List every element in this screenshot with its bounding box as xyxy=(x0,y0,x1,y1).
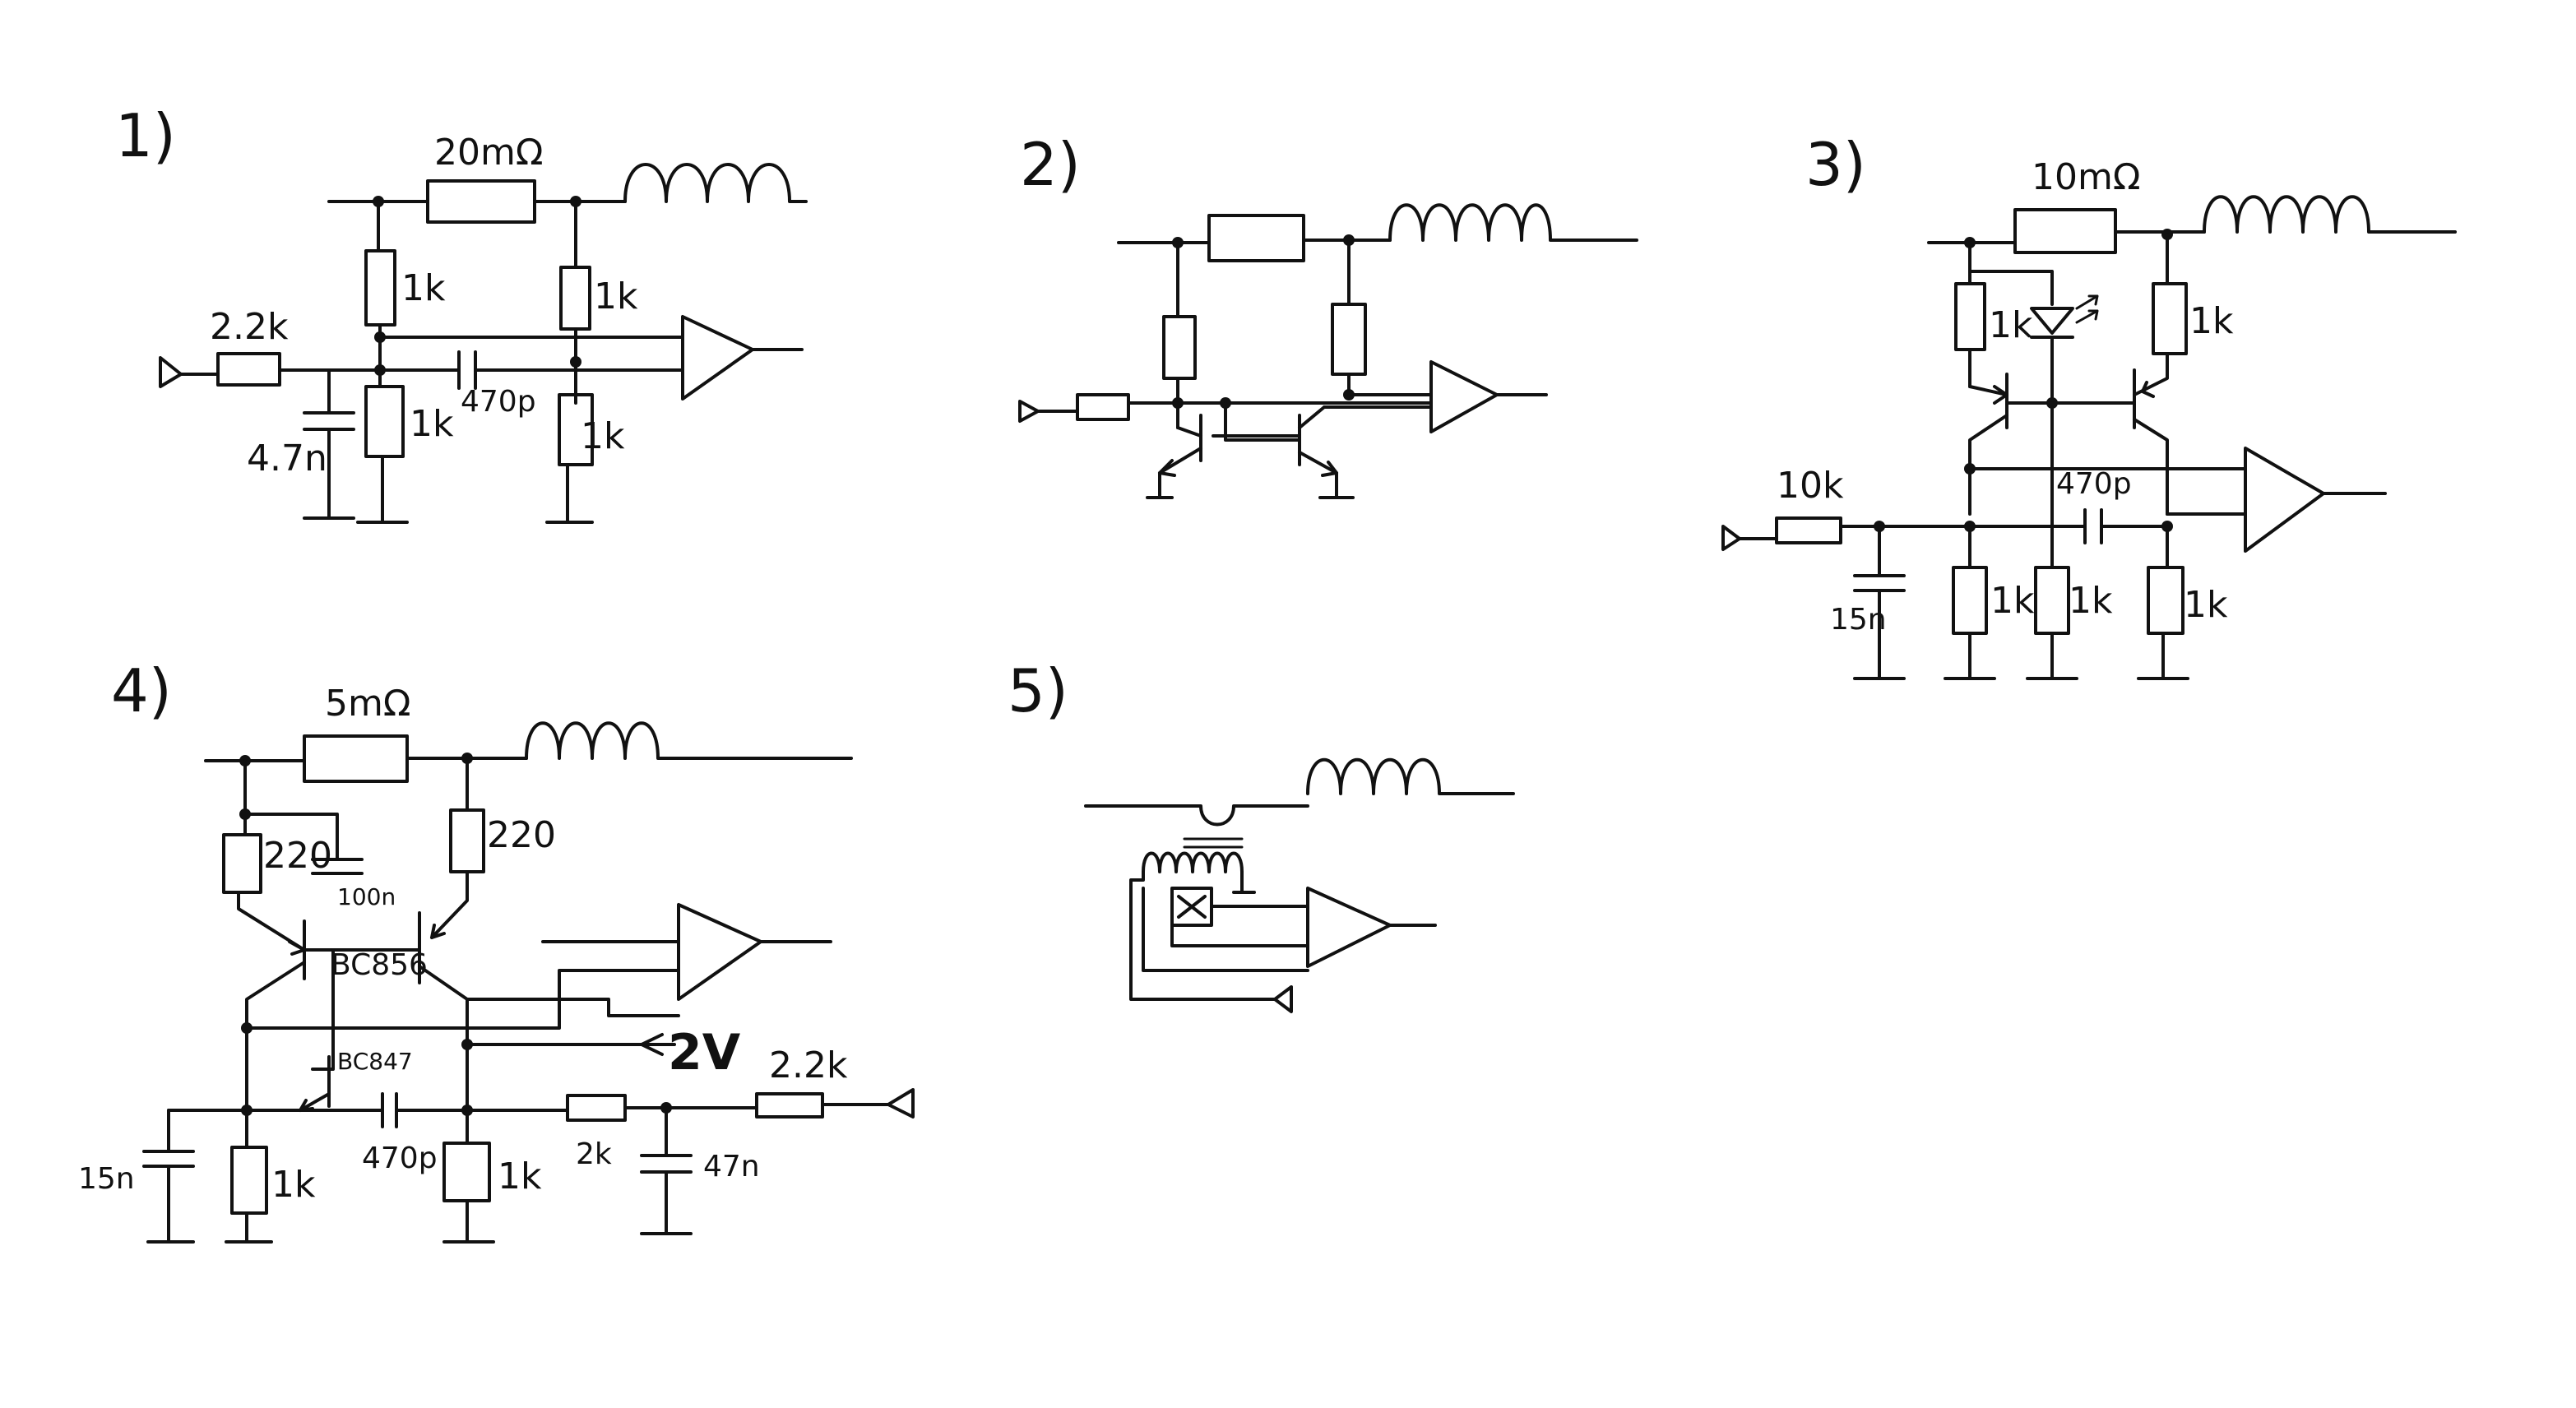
circuit-1-shunt-label: 20mΩ xyxy=(434,132,543,174)
circuit-3-shunt-label: 10mΩ xyxy=(2032,156,2140,198)
circuit-3-r-top-right xyxy=(2152,282,2188,355)
circuit-1-filter-cap xyxy=(303,411,355,431)
circuit-4-input-resistor xyxy=(755,1092,824,1119)
circuit-4-cap-right xyxy=(640,1154,693,1174)
circuit-1-input-resistor xyxy=(216,352,281,387)
circuit-5-hall-sensor xyxy=(1170,887,1213,927)
circuit-1-r-bot-left-label: 1k xyxy=(410,403,454,445)
circuit-1-r-top-right-label: 1k xyxy=(594,276,638,317)
circuit-3-cap-label: 15n xyxy=(1830,603,1887,637)
circuit-1-r-top-left-label: 1k xyxy=(401,267,446,309)
circuit-3-r-top-left-label: 1k xyxy=(1989,304,2033,346)
circuit-5-opamp xyxy=(1306,887,1392,968)
circuit-4-r-series-label: 2k xyxy=(576,1137,612,1171)
circuit-2-opamp xyxy=(1429,360,1499,433)
circuit-3-input-resistor xyxy=(1775,516,1842,544)
circuit-3-transistor-right xyxy=(2133,368,2169,516)
circuit-3-r-bot-1 xyxy=(1952,566,1988,635)
circuit-2-shunt xyxy=(1207,214,1305,262)
circuit-4-r-bot-right xyxy=(442,1142,491,1202)
circuit-4-ref-voltage-label: 2V xyxy=(668,1024,741,1081)
circuit-2-number: 2) xyxy=(1020,130,1081,199)
circuit-3: 3) 10mΩ 1k 1k xyxy=(1721,130,2457,680)
circuit-2-input-resistor xyxy=(1076,393,1130,421)
circuit-4-coupling-cap xyxy=(381,1092,398,1128)
circuit-4-r-left xyxy=(222,833,262,894)
circuit-4-input-r-label: 2.2k xyxy=(769,1044,848,1086)
circuit-3-opamp xyxy=(2244,447,2325,553)
circuit-1-r-top-right xyxy=(559,266,591,331)
circuit-1-number: 1) xyxy=(115,101,176,170)
circuit-1-input-terminal xyxy=(159,356,183,388)
circuit-1-inductor xyxy=(623,163,808,203)
circuit-1-opamp xyxy=(681,315,754,401)
circuit-4-r-series xyxy=(566,1094,627,1122)
circuit-1-r-bot-left xyxy=(364,385,405,458)
circuit-4-pnp-pair: BC856 xyxy=(245,911,469,1112)
circuit-3-led xyxy=(2030,294,2099,339)
circuit-4-pnp-label: BC856 xyxy=(331,948,428,982)
circuit-3-r-top-left xyxy=(1954,282,1986,351)
circuit-5-number: 5) xyxy=(1008,656,1068,725)
circuit-4-decoupling-cap-label: 100n xyxy=(337,883,396,910)
circuit-4-npn-label: BC847 xyxy=(337,1048,413,1075)
circuit-3-input-terminal xyxy=(1721,525,1741,551)
circuit-1-r-top-left xyxy=(364,249,396,327)
circuit-5: 5) xyxy=(1008,656,1515,1013)
circuit-3-shunt xyxy=(2013,208,2117,254)
circuit-4-r-right-label: 220 xyxy=(487,814,556,856)
circuit-3-r-top-right-label: 1k xyxy=(2189,300,2234,342)
circuit-4-inductor xyxy=(525,721,853,760)
circuit-4-shunt xyxy=(303,734,409,783)
circuit-4-opamp xyxy=(677,903,762,1001)
circuit-1-r-bot-right xyxy=(558,393,594,466)
circuit-4-decoupling-cap xyxy=(311,858,364,875)
circuit-1-input-r-label: 2.2k xyxy=(210,306,289,348)
circuit-3-coupling-cap xyxy=(2083,508,2103,544)
circuit-2-inductor xyxy=(1388,203,1638,242)
circuit-2-input-terminal xyxy=(1018,400,1040,423)
circuit-3-coupling-cap-label: 470p xyxy=(2056,467,2132,501)
circuit-4-r-left-label: 220 xyxy=(263,835,332,877)
circuit-3-inductor xyxy=(2203,195,2457,234)
circuit-3-r-bot-3-label: 1k xyxy=(2184,584,2228,626)
circuit-3-r-bot-1-label: 1k xyxy=(1990,580,2035,622)
circuit-3-filter-cap xyxy=(1853,574,1906,592)
circuit-3-input-r-label: 10k xyxy=(1777,465,1844,507)
circuit-5-output-terminal xyxy=(1273,985,1293,1013)
circuit-4-r-bot-left-label: 1k xyxy=(271,1164,316,1206)
circuit-4-number: 4) xyxy=(111,656,172,725)
circuit-1-cap-label: 4.7n xyxy=(247,438,327,479)
circuit-5-inductor xyxy=(1306,757,1515,795)
circuit-1: 1) 20mΩ 1k 1k 2.2k 4.7n xyxy=(115,101,808,524)
circuit-2: 2) xyxy=(1018,130,1638,499)
circuit-1-coupling-cap xyxy=(457,350,477,390)
circuit-2-r-left xyxy=(1162,315,1197,380)
circuit-3-r-bot-2 xyxy=(2034,566,2070,635)
circuit-2-transistor-right xyxy=(1298,405,1355,499)
circuit-4-cap-left-label: 15n xyxy=(78,1162,135,1196)
circuit-4-coupling-cap-label: 470p xyxy=(362,1142,438,1175)
circuit-3-r-bot-2-label: 1k xyxy=(2069,580,2113,622)
circuit-2-transistor-left xyxy=(1146,401,1202,499)
circuit-4: 4) 5mΩ 100n 220 220 BC856 xyxy=(78,656,915,1244)
circuit-3-number: 3) xyxy=(1805,130,1866,199)
circuit-4-cap-right-label: 47n xyxy=(703,1150,760,1183)
circuit-1-coupling-cap-label: 470p xyxy=(461,385,536,419)
circuit-2-r-right xyxy=(1331,303,1367,376)
circuit-1-r-bot-right-label: 1k xyxy=(581,415,625,457)
circuit-4-input-terminal xyxy=(887,1088,915,1119)
circuit-3-transistor-left xyxy=(1968,373,2008,516)
circuit-4-r-bot-right-label: 1k xyxy=(498,1156,542,1197)
circuit-4-cap-left xyxy=(142,1150,195,1168)
circuit-1-shunt: 20mΩ xyxy=(327,132,627,224)
circuit-4-r-bot-left xyxy=(230,1146,268,1215)
circuit-4-r-right xyxy=(449,808,485,873)
circuit-3-r-bot-3 xyxy=(2147,566,2185,635)
circuit-4-npn: BC847 xyxy=(299,1048,413,1112)
circuit-4-shunt-label: 5mΩ xyxy=(325,683,410,725)
circuit-5-current-transformer xyxy=(1129,837,1276,1001)
